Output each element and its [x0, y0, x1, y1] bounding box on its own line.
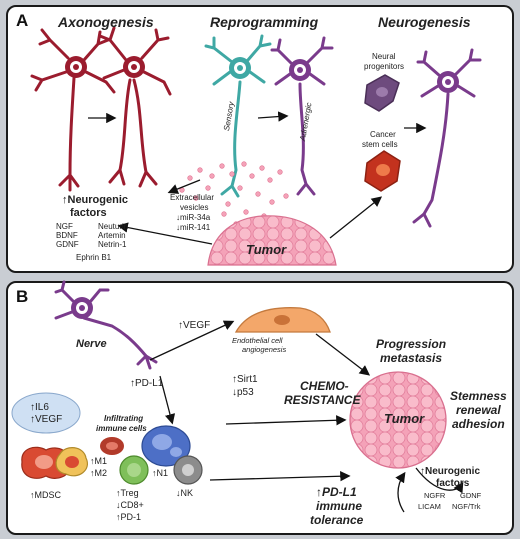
- il6-label: ↑IL6: [30, 402, 49, 413]
- arrow-nerve-to-endothelial: [149, 320, 235, 361]
- nk-label: ↓NK: [176, 488, 194, 498]
- nf-label-2: factors: [436, 478, 470, 489]
- sensory-neuron: [204, 34, 272, 198]
- factor-item: Netrin-1: [98, 240, 127, 250]
- neurogenesis-neuron: [412, 48, 482, 228]
- arrow-nerve-to-immune: [159, 375, 176, 425]
- infiltrating-label-2: immune cells: [96, 424, 147, 433]
- mdsc-cells: [21, 446, 88, 479]
- factor-list-col1: NGF BDNF GDNF: [56, 222, 79, 250]
- cancer-stem-cell: [364, 150, 401, 192]
- nf-ngfr: NGFR: [424, 491, 446, 500]
- reprogramming-heading: Reprogramming: [210, 14, 319, 30]
- arrow-endothelial-to-tumor: [315, 333, 371, 376]
- nf-label-1: ↑Neurogenic: [420, 466, 481, 477]
- nf-ngf-trk: NGF/Trk: [452, 502, 481, 511]
- chemo-label-2: RESISTANCE: [284, 393, 361, 407]
- tumor-b: [349, 371, 447, 469]
- arrow-reprogramming: [257, 111, 289, 122]
- endothelial-label-2: angiogenesis: [242, 345, 287, 354]
- cancer-stem-cells-label-1: Cancer: [370, 130, 396, 139]
- ev-label-4: ↓miR-141: [176, 223, 211, 232]
- p53-label: ↓p53: [232, 387, 254, 398]
- factor-item-last: Ephrin B1: [76, 253, 112, 262]
- tumor-b-label: Tumor: [384, 411, 425, 426]
- endothelial-cell: [234, 307, 331, 333]
- infiltrating-label-1: Infiltrating: [104, 414, 144, 423]
- factor-item: GDNF: [56, 240, 79, 250]
- neurogenic-factors-label-1: ↑Neurogenic: [62, 194, 129, 206]
- axon-neuron-left: [30, 28, 116, 192]
- nerve-label: Nerve: [76, 338, 107, 350]
- tumor-a: [207, 215, 337, 266]
- neurogenesis-heading: Neurogenesis: [378, 14, 471, 30]
- factor-item: NGF: [56, 222, 73, 231]
- ev-label-1: Extracellular: [170, 193, 215, 202]
- cytokine-bubble: [11, 392, 81, 434]
- axonogenesis-heading: Axonogenesis: [58, 14, 154, 30]
- extracellular-vesicles: [179, 161, 289, 231]
- vegf-label: ↑VEGF: [178, 320, 211, 331]
- pdl1-tolerance-label-2: immune: [316, 499, 363, 513]
- arrow-tumor-to-neurogenesis: [329, 196, 383, 239]
- cd8-label: ↓CD8+: [116, 500, 144, 510]
- panel-a-label: A: [16, 11, 29, 30]
- neural-progenitors-label-2: progenitors: [364, 62, 405, 71]
- neutrophil-cell: [141, 425, 191, 467]
- ev-label-2: vesicles: [180, 203, 209, 212]
- neural-progenitors-label-1: Neural: [372, 52, 396, 61]
- pdl1-tolerance-label-3: tolerance: [310, 513, 364, 527]
- arrow-immune-tolerance: [209, 471, 351, 482]
- nk-cell: [173, 455, 203, 485]
- m1-label: ↑M1: [90, 456, 108, 466]
- factor-list-col2: Neuturin Artemin Netrin-1: [98, 222, 128, 250]
- endothelial-label-1: Endothelial cell: [232, 336, 283, 345]
- n1-label: ↑N1: [152, 468, 169, 478]
- sirt1-label: ↑Sirt1: [232, 374, 258, 385]
- pdl1-tolerance-label-1: ↑PD-L1: [316, 485, 357, 499]
- arrow-feedback-in: [395, 471, 406, 513]
- cancer-stem-cells-label-2: stem cells: [362, 140, 398, 149]
- adrenergic-neuron: [270, 36, 334, 196]
- nf-gdnf: GDNF: [460, 491, 482, 500]
- progression-label-2: metastasis: [380, 351, 443, 365]
- progression-label-1: Progression: [376, 337, 447, 351]
- axon-neuron-right: [98, 26, 172, 188]
- treg-label: ↑Treg: [116, 488, 139, 498]
- nf-licam: LICAM: [418, 502, 441, 511]
- stemness-label-2: renewal: [456, 403, 501, 417]
- panel-b-label: B: [16, 287, 29, 306]
- arrow-chemoresistance: [225, 415, 347, 426]
- stemness-label-1: Stemness: [450, 389, 507, 403]
- il6-vegf-label: ↑VEGF: [30, 414, 63, 425]
- neural-progenitor-cell: [364, 74, 400, 112]
- factor-item: Artemin: [98, 231, 126, 241]
- factor-item: Neuturin: [98, 222, 129, 231]
- arrow-feedback-out: [415, 467, 464, 494]
- macrophage-cell: [100, 437, 124, 455]
- factor-item: BDNF: [56, 231, 78, 241]
- arrow-tumor-to-factors: [117, 222, 213, 245]
- nerve-neuron: [54, 280, 158, 370]
- arrow-vesicles-to-axon: [167, 179, 201, 194]
- mdsc-label: ↑MDSC: [30, 490, 61, 500]
- ev-label-3: ↓miR-34a: [176, 213, 211, 222]
- neurogenic-factors-label-2: factors: [70, 207, 107, 219]
- pdl1-label: ↑PD-L1: [130, 378, 164, 389]
- pd1-label: ↑PD-1: [116, 512, 142, 522]
- t-cell: [119, 455, 149, 485]
- m2-label: ↑M2: [90, 468, 108, 478]
- tumor-a-label: Tumor: [246, 242, 287, 257]
- stemness-label-3: adhesion: [452, 417, 505, 431]
- chemo-label-1: CHEMO-: [300, 379, 349, 393]
